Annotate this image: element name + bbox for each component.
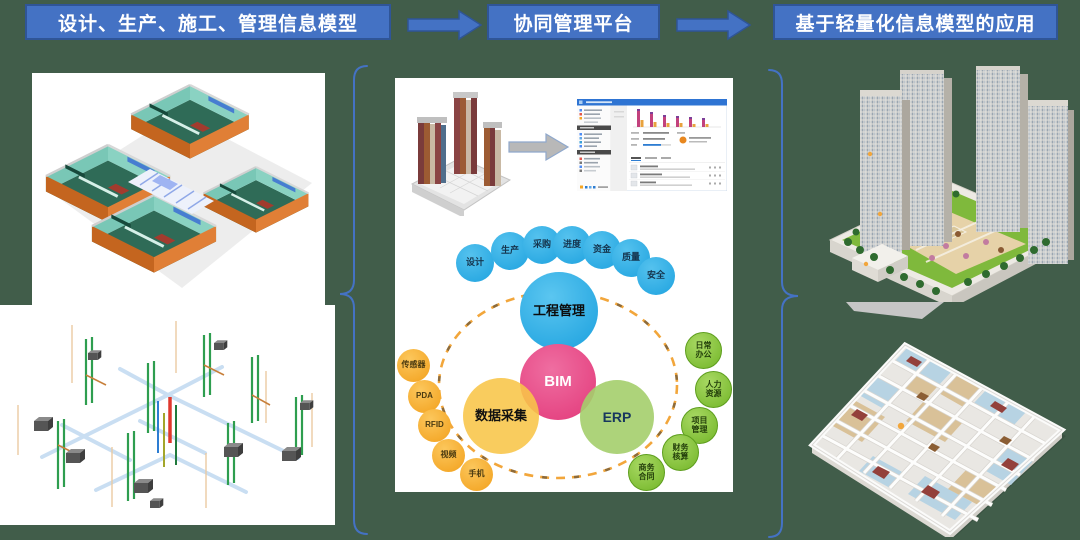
tower-cluster-model-graphic xyxy=(410,92,512,216)
circle-label: ERP xyxy=(602,408,632,425)
circle-label: 工程管理 xyxy=(532,303,585,319)
circle-rfid: RFID xyxy=(418,409,451,442)
circle-data-collection: 数据采集 xyxy=(463,378,539,454)
circle-erp: ERP xyxy=(580,380,654,454)
circle-daily-office: 日常办公 xyxy=(685,332,722,369)
circle-pda: PDA xyxy=(408,380,441,413)
bim-floor-model-graphic xyxy=(44,83,312,288)
circle-human-resources: 人力资源 xyxy=(695,371,732,408)
left-curly-brace xyxy=(339,65,368,535)
circle-design: 设计 xyxy=(456,244,494,282)
circle-engineering-management: 工程管理 xyxy=(520,272,598,350)
circle-label: 数据采集 xyxy=(474,408,527,424)
residential-complex-render xyxy=(828,66,1074,302)
circle-label: BIM xyxy=(544,373,572,391)
header-box-application: 基于轻量化信息模型的应用 xyxy=(773,4,1058,40)
mep-isometric-graphic xyxy=(17,321,314,508)
flow-arrow-1-icon xyxy=(407,9,483,41)
circle-production: 生产 xyxy=(491,232,529,270)
apartment-floorplan-cutaway-render xyxy=(808,302,1067,537)
panel-bim-floor-model xyxy=(32,73,325,307)
right-curly-brace xyxy=(768,69,799,538)
model-to-platform-arrow-icon xyxy=(508,132,570,162)
header-box-information-model: 设计、生产、施工、管理信息模型 xyxy=(25,4,391,40)
flow-arrow-2-icon xyxy=(676,9,752,41)
panel-collaboration-platform: 工程管理 BIM 数据采集 ERP 设计 生产 采购 进度 资金 质量 安全 传… xyxy=(395,78,733,492)
circle-financial-accounting: 财务核算 xyxy=(662,434,699,471)
circle-sensor: 传感器 xyxy=(397,349,430,382)
circle-safety: 安全 xyxy=(637,257,675,295)
panel-mep-model xyxy=(0,305,335,525)
circle-business-contract: 商务合同 xyxy=(628,454,665,491)
circle-video: 视频 xyxy=(432,439,465,472)
management-software-screenshot xyxy=(577,99,727,191)
circle-mobile: 手机 xyxy=(460,458,493,491)
header-box-platform: 协同管理平台 xyxy=(487,4,660,40)
